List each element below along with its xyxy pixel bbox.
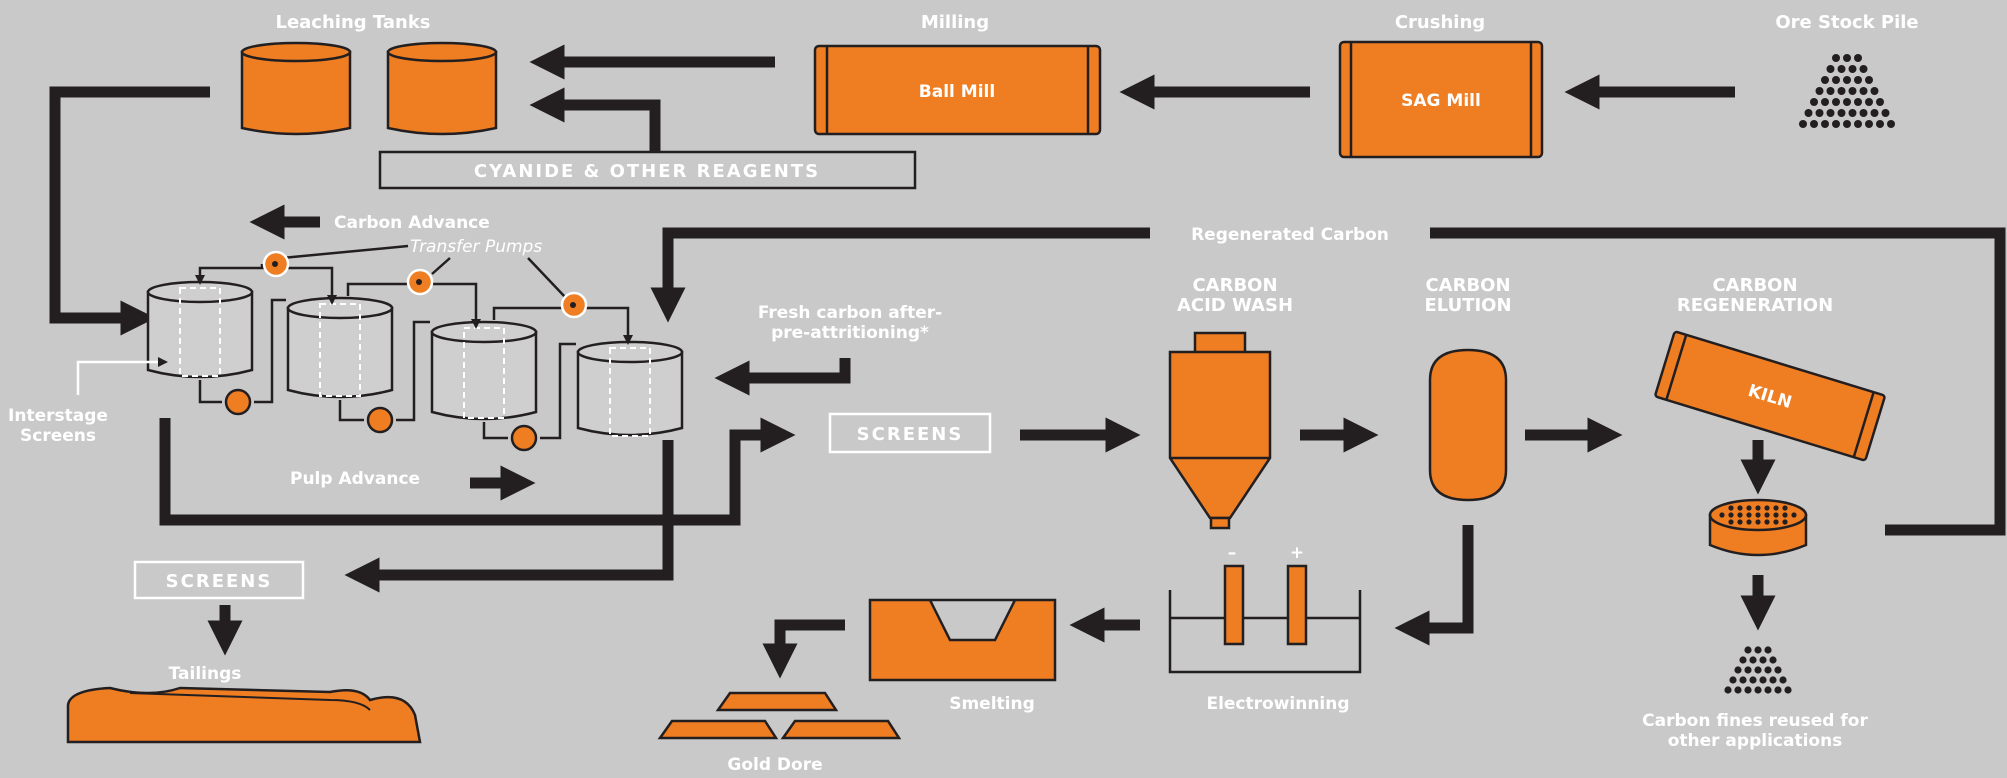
cip-tank-3 xyxy=(430,320,538,421)
line-regenerated-carbon-right xyxy=(1430,227,2006,536)
elution-column xyxy=(1428,348,1508,502)
carbon-sizing-screen xyxy=(1708,498,1808,557)
reagents-box: CYANIDE & OTHER REAGENTS xyxy=(378,150,917,190)
arrow-leach-to-cip xyxy=(49,86,210,336)
leaching-tank-1 xyxy=(240,41,352,136)
screens-box-left: SCREENS xyxy=(133,560,305,600)
sag-mill: SAG Mill xyxy=(1338,40,1544,159)
ball-mill: Ball Mill xyxy=(813,44,1102,136)
carbon-regeneration-heading-1: CARBON xyxy=(1712,275,1797,296)
ore-stock-pile-icon xyxy=(1799,54,1895,128)
acid-wash-vessel xyxy=(1168,331,1272,530)
carbon-fines-label-1: Carbon fines reused for xyxy=(1642,711,1868,731)
arrow-cip-to-tailings-screens xyxy=(344,440,674,593)
arrow-fresh-carbon xyxy=(714,358,851,396)
arrow-elution-to-electrowinning xyxy=(1394,525,1474,646)
transfer-pumps-leader-2 xyxy=(431,257,451,275)
leaching-tanks-heading: Leaching Tanks xyxy=(275,12,430,33)
tailings-label: Tailings xyxy=(169,664,242,684)
interstage-screens-leader xyxy=(76,357,168,395)
regenerated-carbon-label: Regenerated Carbon xyxy=(1191,225,1389,245)
cip-tank-1 xyxy=(146,280,254,379)
arrow-reagents-to-leach xyxy=(529,87,661,152)
screens-box-mid: SCREENS xyxy=(828,412,992,454)
fresh-carbon-label-1: Fresh carbon after- xyxy=(758,303,942,323)
sag-mill-label: SAG Mill xyxy=(1401,91,1481,111)
carbon-elution-heading-1: CARBON xyxy=(1425,275,1510,296)
transfer-pumps-leader-3 xyxy=(527,257,567,299)
electrode-plus-label: + xyxy=(1290,543,1304,563)
gold-dore-bars xyxy=(657,691,902,740)
transfer-pumps-leader-1 xyxy=(281,244,409,260)
pulp-pump-3-icon xyxy=(510,424,538,452)
electrowinning-label: Electrowinning xyxy=(1206,694,1349,714)
screens-left-label: SCREENS xyxy=(166,571,273,592)
milling-heading: Milling xyxy=(921,12,989,33)
pulp-pump-1-icon xyxy=(224,388,252,416)
electrode-minus-label: – xyxy=(1228,543,1237,563)
kiln: KILN xyxy=(1654,330,1886,462)
carbon-regeneration-heading-2: REGENERATION xyxy=(1677,295,1833,316)
pulp-pump-2-icon xyxy=(366,406,394,434)
reagents-label: CYANIDE & OTHER REAGENTS xyxy=(474,161,820,182)
smelting-crucible xyxy=(868,598,1057,682)
carbon-fines-pile-icon xyxy=(1724,646,1792,694)
pulp-advance-label: Pulp Advance xyxy=(290,469,420,489)
electrowinning-cell: – + xyxy=(1168,543,1362,674)
ore-stock-pile-heading: Ore Stock Pile xyxy=(1775,12,1918,33)
ball-mill-label: Ball Mill xyxy=(919,82,995,102)
carbon-elution-heading-2: ELUTION xyxy=(1424,295,1511,316)
leaching-tank-2 xyxy=(386,41,498,136)
cip-tank-2 xyxy=(286,296,394,399)
arrow-regenerated-carbon xyxy=(650,227,1150,323)
carbon-acid-wash-heading-2: ACID WASH xyxy=(1177,295,1293,316)
fresh-carbon-label-2: pre-attritioning* xyxy=(771,323,929,343)
smelting-label: Smelting xyxy=(949,694,1035,714)
tailings-icon xyxy=(66,686,422,744)
arrow-cip-to-screens xyxy=(159,417,796,526)
gold-dore-label: Gold Dore xyxy=(727,755,822,775)
transfer-pumps-label: Transfer Pumps xyxy=(410,237,542,257)
arrow-smelting-to-gold xyxy=(762,619,845,679)
screens-mid-label: SCREENS xyxy=(857,424,964,445)
carbon-acid-wash-heading-1: CARBON xyxy=(1192,275,1277,296)
cip-tank-4 xyxy=(576,340,684,437)
interstage-screens-label-2: Screens xyxy=(20,426,96,446)
carbon-advance-label: Carbon Advance xyxy=(334,213,490,233)
carbon-fines-label-2: other applications xyxy=(1668,731,1843,751)
interstage-screens-label-1: Interstage xyxy=(8,406,108,426)
crushing-heading: Crushing xyxy=(1395,12,1485,33)
